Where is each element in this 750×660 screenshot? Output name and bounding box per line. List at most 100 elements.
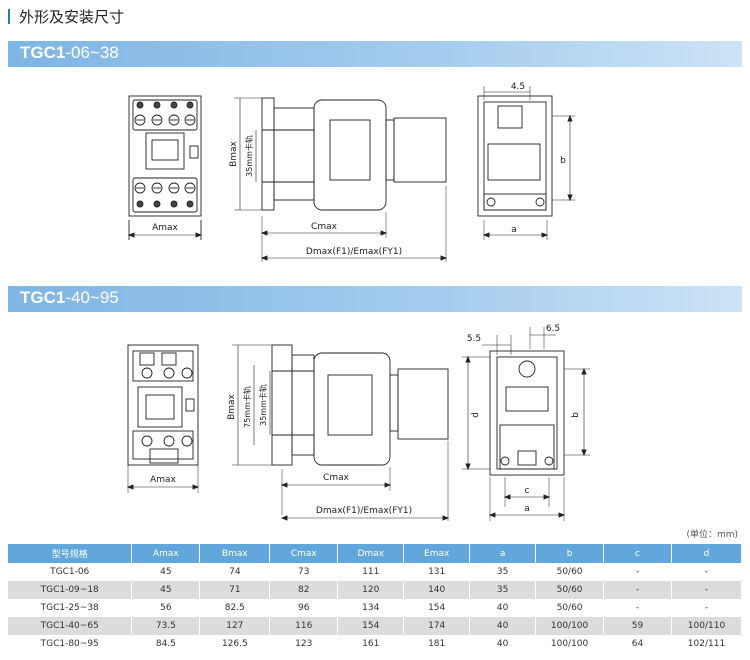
label-rail-35: 35mm卡轨 [244,135,254,177]
cell-dmax: 120 [337,581,405,599]
cell-c: - [603,581,672,599]
label-amax: Amax [150,475,176,485]
label-amax: Amax [152,223,178,233]
cell-emax: 181 [403,635,471,653]
label-dim-6-5: 6.5 [546,324,560,334]
cell-model: TGC1-40~65 [8,617,133,635]
mounting-view-large [462,327,590,521]
header-b: b [535,544,605,563]
cell-a: 40 [469,635,537,653]
side-view-small [234,97,448,262]
section-range: -40~95 [65,288,119,307]
label-dim-4-5: 4.5 [511,82,525,92]
cell-d: - [671,581,743,599]
cell-dmax: 161 [337,635,405,653]
cell-amax: 73.5 [131,617,201,635]
header-amax: Amax [131,544,201,563]
header-cmax: Cmax [269,544,339,563]
label-b: b [560,156,566,166]
section-model: TGC1 [20,288,66,307]
cell-b: 50/60 [535,563,605,581]
cell-c: - [603,599,672,617]
label-rail-75: 75mm卡轨 [242,386,252,428]
table-row: TGC1-06 45 74 73 111 131 35 50/60 - - [8,563,743,581]
cell-c: - [603,563,672,581]
cell-model: TGC1-09~18 [8,581,133,599]
front-view-large [126,344,200,493]
header-dmax: Dmax [337,544,405,563]
table-row: TGC1-09~18 45 71 82 120 140 35 50/60 - - [8,581,743,599]
label-c: c [525,486,530,496]
cell-dmax: 111 [337,563,405,581]
label-rail-35: 35mm卡轨 [258,384,268,426]
cell-bmax: 82.5 [199,599,271,617]
cell-model: TGC1-80~95 [8,635,133,653]
cell-cmax: 73 [269,563,339,581]
front-view-small [127,95,203,240]
table-row: TGC1-40~65 73.5 127 116 154 174 40 100/1… [8,617,743,635]
cell-model: TGC1-06 [8,563,133,581]
drawing-tgc1-06-38: Amax Bmax 35mm卡轨 Cmax Dmax(F1)/Emax(FY1)… [127,82,575,262]
cell-amax: 84.5 [131,635,201,653]
label-bmax: Bmax [227,393,237,419]
cell-d: 100/110 [671,617,743,635]
section-range: -06~38 [65,43,119,62]
cell-a: 40 [469,617,537,635]
header-a: a [469,544,537,563]
label-d: d [471,412,481,418]
cell-c: 59 [603,617,672,635]
cell-emax: 140 [403,581,471,599]
cell-model: TGC1-25~38 [8,599,133,617]
header-bmax: Bmax [199,544,271,563]
cell-d: 102/111 [671,635,743,653]
label-a: a [524,504,530,514]
cell-c: 64 [603,635,672,653]
page-title: 外形及安装尺寸 [8,6,124,27]
cell-b: 100/100 [535,635,605,653]
table-row: TGC1-80~95 84.5 126.5 123 161 181 40 100… [8,635,743,653]
table-header-row: 型号规格 Amax Bmax Cmax Dmax Emax a b c d [8,544,743,563]
cell-a: 35 [469,581,537,599]
label-dmax-emax: Dmax(F1)/Emax(FY1) [316,506,412,516]
cell-bmax: 127 [199,617,271,635]
header-d: d [671,544,743,563]
label-dmax-emax: Dmax(F1)/Emax(FY1) [306,247,402,257]
cell-bmax: 126.5 [199,635,271,653]
cell-cmax: 96 [269,599,339,617]
label-dim-5-5: 5.5 [467,334,481,344]
cell-emax: 131 [403,563,471,581]
cell-bmax: 74 [199,563,271,581]
section-header-tgc1-06-38: TGC1-06~38 [8,41,742,67]
header-c: c [603,544,672,563]
section-model: TGC1 [20,43,66,62]
section-header-tgc1-40-95: TGC1-40~95 [8,286,742,312]
cell-b: 100/100 [535,617,605,635]
cell-b: 50/60 [535,599,605,617]
header-emax: Emax [403,544,471,563]
cell-dmax: 134 [337,599,405,617]
table-row: TGC1-25~38 56 82.5 96 134 154 40 50/60 -… [8,599,743,617]
cell-dmax: 154 [337,617,405,635]
label-cmax: Cmax [323,473,350,483]
title-accent-bar [8,9,10,24]
mounting-view-small [477,86,575,240]
cell-amax: 45 [131,581,201,599]
cell-b: 50/60 [535,581,605,599]
cell-d: - [671,599,743,617]
cell-emax: 154 [403,599,471,617]
dimension-table: 型号规格 Amax Bmax Cmax Dmax Emax a b c d TG… [8,544,743,653]
cell-bmax: 71 [199,581,271,599]
cell-a: 35 [469,563,537,581]
cell-cmax: 123 [269,635,339,653]
label-b: b [571,412,581,418]
cell-cmax: 82 [269,581,339,599]
cell-emax: 174 [403,617,471,635]
cell-d: - [671,563,743,581]
cell-amax: 56 [131,599,201,617]
drawing-tgc1-40-95: Amax Bmax 75mm卡轨 35mm卡轨 Cmax Dmax(F1)/Em… [126,324,590,521]
label-cmax: Cmax [311,222,338,232]
cell-cmax: 116 [269,617,339,635]
unit-note: (单位：mm) [686,530,738,540]
header-model: 型号规格 [8,544,133,563]
page-title-text: 外形及安装尺寸 [19,8,125,26]
